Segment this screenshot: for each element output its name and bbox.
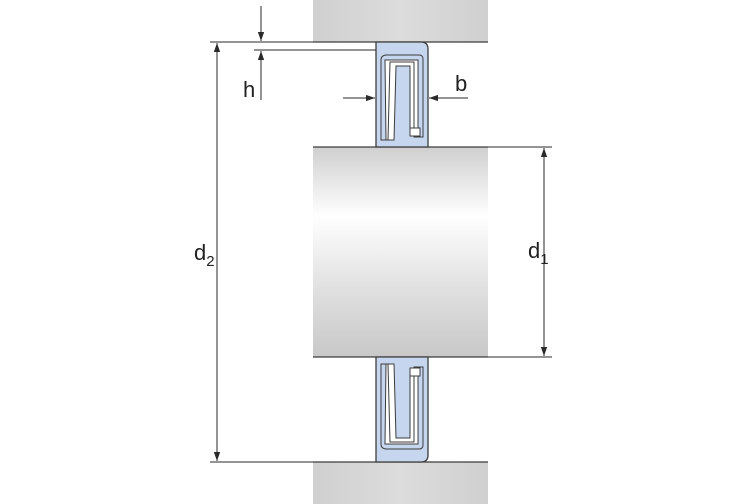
dimension-h — [254, 6, 376, 100]
dimension-d2 — [210, 41, 313, 463]
seal-upper — [375, 41, 429, 148]
b-label: b — [455, 71, 467, 96]
h-label: h — [243, 77, 255, 102]
dimension-d1 — [488, 146, 552, 358]
d2-label: d2 — [194, 240, 215, 270]
d1-label: d1 — [528, 238, 549, 268]
seal-lower — [375, 356, 429, 463]
shaft — [313, 147, 488, 357]
housing-bottom — [313, 462, 488, 504]
housing-top — [313, 0, 488, 42]
